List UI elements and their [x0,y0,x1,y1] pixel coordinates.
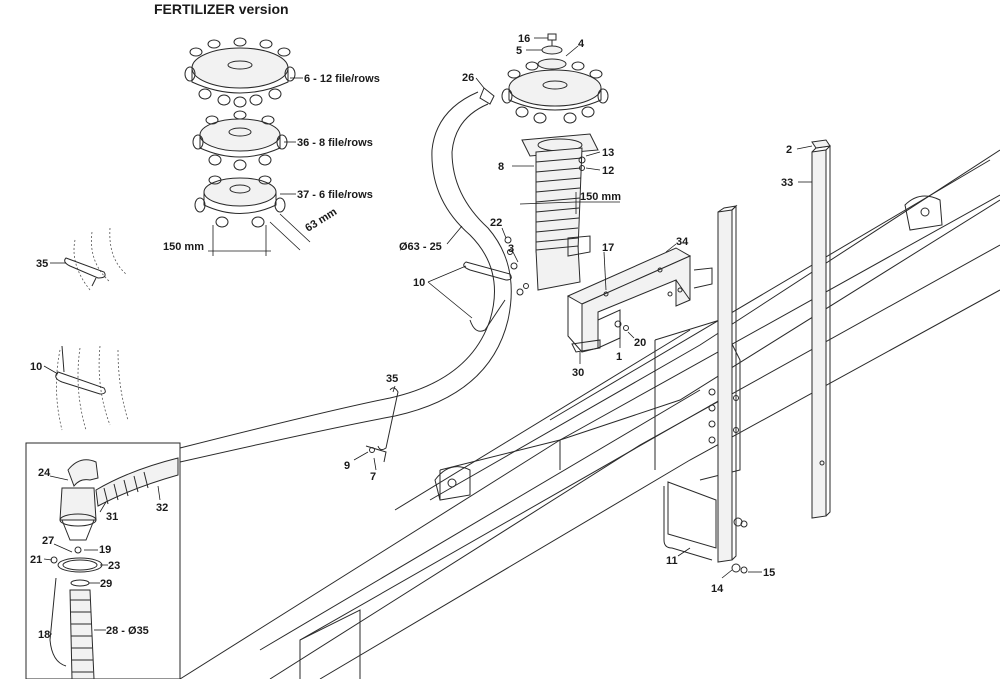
label-5: 5 [516,45,522,57]
label-7: 7 [370,471,376,483]
distributor-head-6 [194,175,286,228]
label-17: 17 [602,242,614,254]
clip-35-detail [64,227,127,291]
label-11: 11 [666,555,678,567]
inset-box [25,442,181,679]
label-20: 20 [634,337,646,349]
bolt-13-12 [578,156,586,171]
upright-post-33 [811,139,831,519]
label-33: 33 [781,177,793,189]
bracket-34 [566,247,713,353]
upright-post-11 [663,204,748,574]
label-63mm: 63 mm [303,206,339,235]
label-34: 34 [676,236,689,248]
label-24: 24 [38,467,51,479]
label-4: 4 [578,38,585,50]
label-29: 29 [100,578,112,590]
label-30: 30 [572,367,584,379]
label-27: 27 [42,535,54,547]
label-10-hose: 10 [413,277,425,289]
label-13: 13 [602,147,614,159]
dimension-63mm [269,213,311,251]
label-23: 23 [108,560,120,572]
label-28-tube: 28 - Ø35 [106,625,149,637]
label-6-rows: 37 - 6 file/rows [297,189,373,201]
label-14: 14 [711,583,724,595]
label-hose-63: Ø63 - 25 [399,241,442,253]
label-150mm-left: 150 mm [163,241,204,253]
diagram-title: FERTILIZER version [154,1,289,17]
label-26: 26 [462,72,474,84]
label-12-rows: 6 - 12 file/rows [304,73,380,85]
label-22: 22 [490,217,502,229]
label-15: 15 [763,567,775,579]
label-21: 21 [30,554,42,566]
label-8-rows: 36 - 8 file/rows [297,137,373,149]
distributor-assembly [501,33,609,291]
label-8: 8 [498,161,504,173]
label-9: 9 [344,460,350,472]
hose-clips-10 [463,261,512,332]
label-19: 19 [99,544,111,556]
label-1: 1 [616,351,622,363]
label-32: 32 [156,502,168,514]
label-35-left: 35 [36,258,48,270]
clip-10-detail [55,345,129,431]
hose-hanger-35 [365,387,399,463]
fasteners-20-1 [614,320,629,331]
label-18: 18 [38,629,50,641]
label-2: 2 [786,144,792,156]
dimension-150mm-left [208,225,271,256]
label-16: 16 [518,33,530,45]
label-150mm-right: 150 mm [580,191,621,203]
label-10-left: 10 [30,361,42,373]
toolbar-beam [179,149,1000,679]
label-3: 3 [508,243,514,255]
distributor-head-12 [184,37,296,108]
distributor-head-8 [192,110,288,171]
label-12: 12 [602,165,614,177]
label-35-hanger: 35 [386,373,398,385]
main-hose [179,91,512,463]
fasteners-22-3 [504,236,529,296]
label-31: 31 [106,511,118,523]
hose-clamp-26 [479,87,495,105]
dimension-150mm-right [519,192,620,214]
